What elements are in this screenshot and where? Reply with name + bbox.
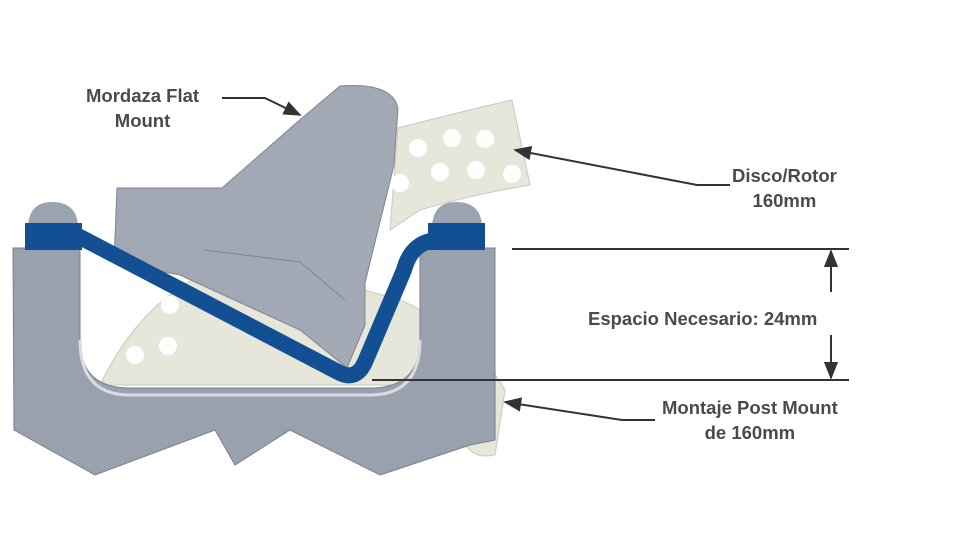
blue-bracket (74, 228, 441, 384)
adapter-label: Montaje Post Mount de 160mm (662, 395, 838, 445)
clearance-label: Espacio Necesario: 24mm (588, 308, 818, 329)
rotor-label-line1: Disco/Rotor (732, 165, 837, 186)
rotor-label: Disco/Rotor 160mm (732, 163, 837, 213)
adapter-label-line2: de 160mm (704, 422, 796, 443)
caliper-label-line1: Mordaza Flat (86, 85, 200, 106)
caliper-label-line2: Mount (114, 110, 171, 131)
annotation-lines (222, 97, 849, 421)
caliper-label: Mordaza Flat Mount (86, 83, 199, 133)
post-mount-adapter (12, 247, 496, 476)
adapter-label-line1: Montaje Post Mount (662, 397, 838, 418)
rotor-label-line2: 160mm (752, 190, 817, 211)
